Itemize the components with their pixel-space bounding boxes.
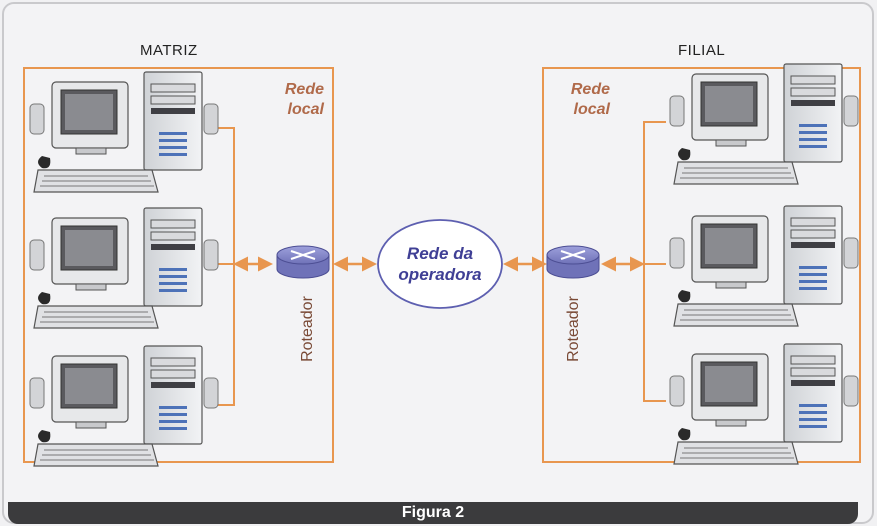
computer-icon — [29, 71, 219, 193]
matriz-lan-bus — [216, 127, 235, 406]
lan-label-line2: local — [287, 101, 324, 118]
lan-label-line2: local — [573, 101, 610, 118]
matriz-router-label: Roteador — [299, 296, 316, 362]
computer-icon — [669, 343, 859, 465]
figure-caption: Figura 2 — [401, 504, 465, 521]
computer-icon — [669, 63, 859, 185]
filial-lan-bus — [643, 121, 666, 402]
carrier-label-line2: operadora — [398, 265, 482, 284]
carrier-label-line1: Rede da — [406, 244, 474, 263]
matriz-title: MATRIZ — [140, 42, 198, 59]
caption-bar — [8, 502, 858, 524]
computer-icon — [29, 207, 219, 329]
matriz-lan-label: Rede local — [264, 80, 324, 120]
lan-label-line1: Rede — [570, 81, 610, 98]
lan-label-line1: Rede — [284, 81, 324, 98]
carrier-network-label: Rede da operadora — [380, 243, 500, 285]
carrier-network-icon — [377, 219, 503, 309]
router-icon — [546, 245, 600, 279]
filial-router-label: Roteador — [565, 296, 582, 362]
router-icon — [276, 245, 330, 279]
filial-title: FILIAL — [678, 42, 726, 59]
computer-icon — [29, 345, 219, 467]
computer-icon — [669, 205, 859, 327]
filial-lan-label: Rede local — [548, 80, 610, 120]
